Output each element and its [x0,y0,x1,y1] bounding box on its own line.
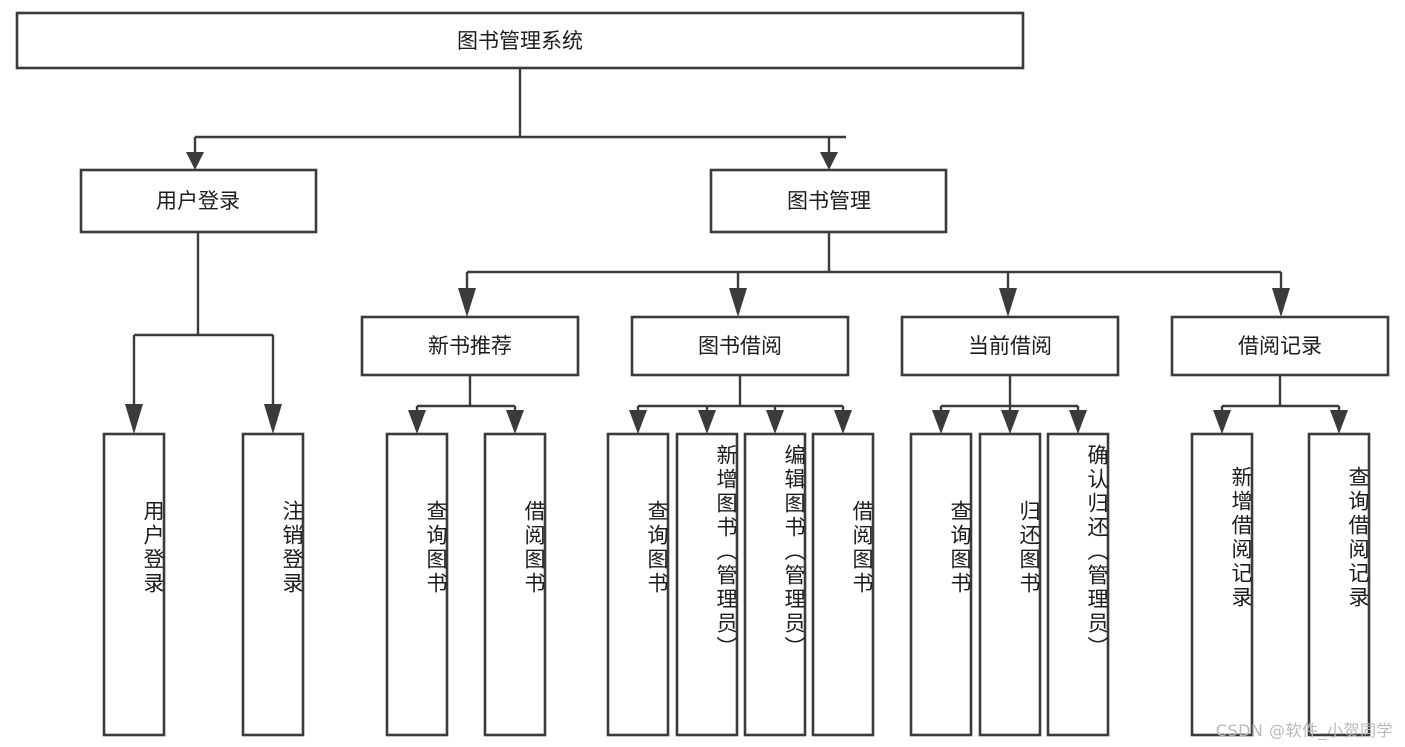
arrow-leaf-borrow-book-2 [834,410,852,434]
new-book-recommend-box[interactable] [360,315,580,377]
user-login-label: 用户登录 [156,189,240,213]
leaf-box-borrow-book-1[interactable] [483,432,547,737]
arrow-leaf-query-book-2 [629,410,647,434]
borrow-record-label: 借阅记录 [1238,334,1322,358]
arrow-leaf-user-login [125,404,143,434]
current-borrow-box[interactable] [900,315,1120,377]
arrow-leaf-add-book [698,410,716,434]
book-borrow-box[interactable] [630,315,850,377]
book-borrow-label: 图书借阅 [698,334,782,358]
edges-group [125,68,1348,434]
leaf-box-query-book-2[interactable] [606,432,670,737]
user-login-box[interactable] [79,168,318,234]
arrow-leaf-return-book [1001,410,1019,434]
new-book-recommend-label: 新书推荐 [428,334,512,358]
leaf-box-query-record[interactable] [1307,432,1371,737]
arrow-to-user-login [186,152,204,170]
leaf-box-logout[interactable] [241,432,305,737]
root-box[interactable] [15,11,1025,70]
arrow-leaf-add-record [1213,410,1231,434]
root-label: 图书管理系统 [457,29,583,53]
arrow-to-new-book [458,288,476,317]
leaf-boxes-group [102,432,1371,737]
leaf-box-user-login[interactable] [102,432,166,737]
leaf-box-edit-book[interactable] [743,432,807,737]
arrow-to-book-mgmt [820,152,838,170]
leaf-box-add-record[interactable] [1190,432,1254,737]
leaf-box-add-book[interactable] [675,432,739,737]
arrow-to-current-borrow [999,288,1017,317]
node-user-login[interactable]: 用户登录 [79,168,318,234]
current-borrow-label: 当前借阅 [968,334,1052,358]
node-root[interactable]: 图书管理系统 [15,11,1025,70]
node-borrow-record[interactable]: 借阅记录 [1170,315,1390,377]
node-new-book-recommend[interactable]: 新书推荐 [360,315,580,377]
book-management-box[interactable] [709,168,948,234]
arrow-leaf-query-book-1 [408,410,426,434]
borrow-record-box[interactable] [1170,315,1390,377]
arrow-leaf-query-book-3 [932,410,950,434]
arrow-leaf-borrow-book-1 [506,410,524,434]
arrow-to-borrow-record [1272,288,1290,317]
node-current-borrow[interactable]: 当前借阅 [900,315,1120,377]
leaf-box-query-book-1[interactable] [385,432,449,737]
leaf-box-confirm-return[interactable] [1046,432,1110,737]
leaf-box-return-book[interactable] [978,432,1042,737]
arrow-leaf-logout [264,404,282,434]
arrow-leaf-edit-book [766,410,784,434]
node-book-management[interactable]: 图书管理 [709,168,948,234]
leaf-box-borrow-book-2[interactable] [811,432,875,737]
book-management-label: 图书管理 [787,189,871,213]
node-book-borrow[interactable]: 图书借阅 [630,315,850,377]
arrow-to-book-borrow [729,288,747,317]
arrow-leaf-query-record [1330,410,1348,434]
arrow-leaf-confirm-return [1069,410,1087,434]
leaf-box-query-book-3[interactable] [909,432,973,737]
csdn-watermark: CSDN @软件_小贺同学 [1215,721,1393,740]
